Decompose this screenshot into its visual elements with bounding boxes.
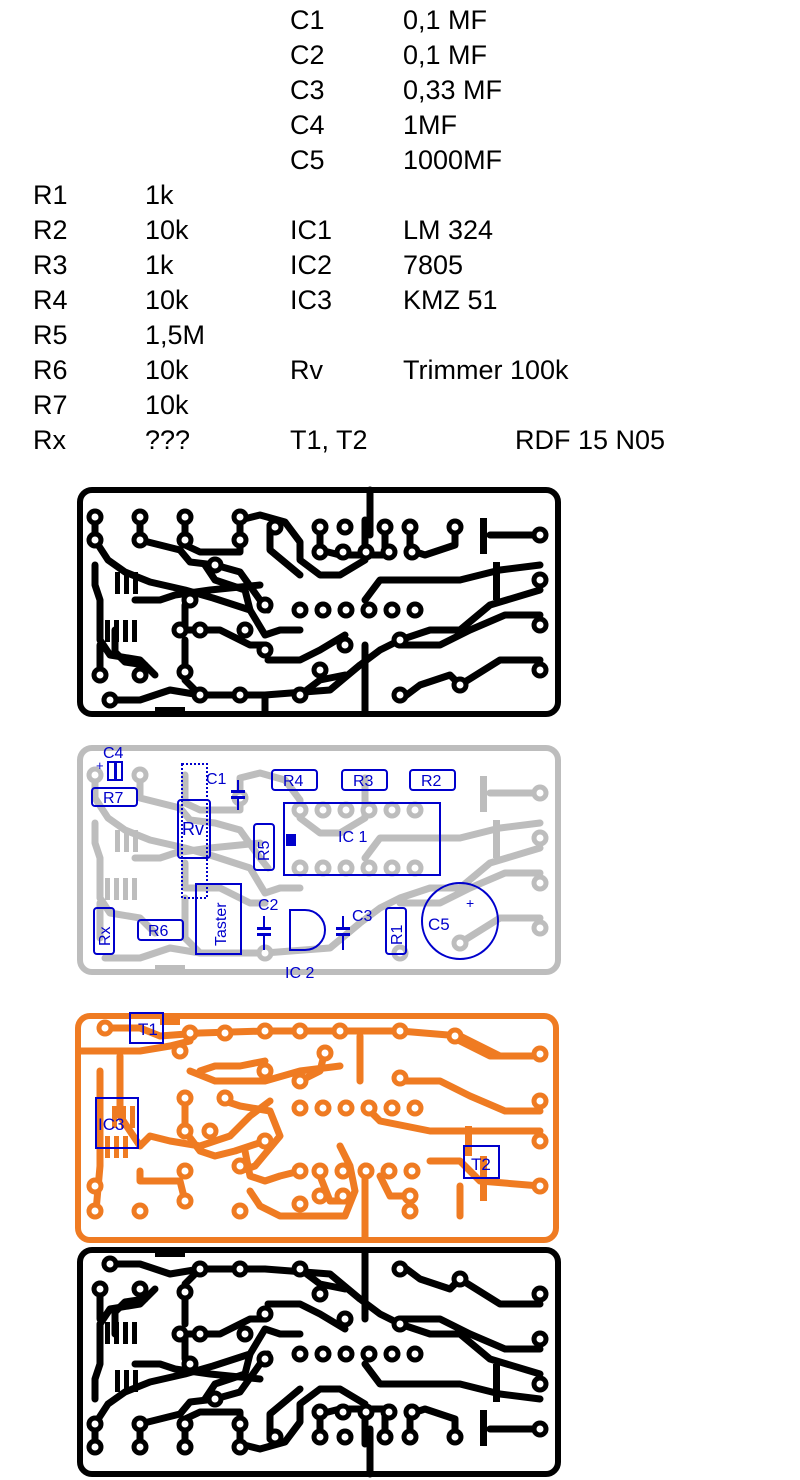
- pcb-placement: C4 + R7 C1 Rv R4 R3 R2 R5 IC 1 Rx R6 Tas…: [77, 745, 561, 978]
- r1-outline: [385, 907, 407, 955]
- part-ref: R4: [33, 285, 68, 315]
- label-r7: R7: [103, 790, 124, 807]
- part-value: 10k: [145, 390, 189, 420]
- part-ref: R3: [33, 250, 68, 280]
- r6-outline: [137, 919, 184, 941]
- rv-outline: [177, 799, 211, 859]
- t2-outline: [463, 1145, 500, 1179]
- part-value: 0,1 MF: [403, 5, 488, 35]
- label-r4: R4: [283, 773, 304, 790]
- part-ref: R1: [33, 180, 68, 210]
- taster-outline: [195, 883, 242, 955]
- label-rx: Rx: [97, 926, 114, 946]
- t1-outline: [129, 1012, 164, 1044]
- r2-outline: [409, 769, 456, 791]
- part-ref: T1, T2: [290, 425, 368, 455]
- r5-outline: [253, 823, 275, 871]
- part-value: 0,33 MF: [403, 75, 503, 105]
- part-ref: Rx: [33, 425, 66, 455]
- part-value: ???: [145, 425, 191, 455]
- part-ref: C1: [290, 5, 325, 35]
- label-r2: R2: [421, 773, 442, 790]
- part-ref: R6: [33, 355, 68, 385]
- label-plus: +: [96, 758, 104, 773]
- label-c1: C1: [206, 771, 227, 788]
- ic3-outline: [95, 1097, 139, 1149]
- label-taster: Taster: [213, 902, 230, 946]
- part-value: 1MF: [403, 110, 457, 140]
- part-ref: R5: [33, 320, 68, 350]
- c4-outline: [107, 761, 123, 781]
- part-value: 1000MF: [403, 145, 503, 175]
- rx-outline: [93, 907, 115, 955]
- part-value: 7805: [403, 250, 464, 280]
- part-value: 10k: [145, 215, 189, 245]
- part-ref: IC2: [290, 250, 333, 280]
- r4-outline: [271, 769, 318, 791]
- part-ref: IC1: [290, 215, 333, 245]
- label-t1: T1: [138, 1020, 158, 1039]
- part-value: 0,1 MF: [403, 40, 488, 70]
- ic2-outline: [289, 909, 326, 951]
- label-c2: C2: [258, 897, 279, 914]
- label-r3: R3: [353, 773, 374, 790]
- label-c3: C3: [352, 908, 373, 925]
- part-ref: C4: [290, 110, 325, 140]
- part-value: 1,5M: [145, 320, 206, 350]
- parts-list: C1 0,1 MF C2 0,1 MF C3 0,33 MF C4 1MF C5…: [0, 0, 800, 470]
- ic1-outline: [283, 802, 441, 876]
- label-t2: T2: [471, 1155, 491, 1174]
- c5-outline: [421, 882, 499, 960]
- r7-outline: [91, 787, 138, 807]
- part-value: 1k: [145, 250, 174, 280]
- part-ref: IC3: [290, 285, 333, 315]
- label-ic1: IC 1: [338, 829, 367, 846]
- part-ref: R2: [33, 215, 68, 245]
- label-plus: +: [466, 895, 474, 911]
- label-ic2: IC 2: [285, 965, 314, 978]
- label-ic3: IC3: [98, 1115, 124, 1134]
- pcb-bottom-copper: [77, 486, 561, 717]
- rv-dotted-outline: [181, 763, 208, 899]
- part-ref: C5: [290, 145, 325, 175]
- part-value: 10k: [145, 285, 189, 315]
- pcb-bottom-mirrored: [77, 1247, 561, 1478]
- part-value: Trimmer 100k: [403, 355, 569, 385]
- label-rv: Rv: [182, 819, 204, 839]
- part-ref: Rv: [290, 355, 323, 385]
- part-value: KMZ 51: [403, 285, 498, 315]
- part-ref: C3: [290, 75, 325, 105]
- pcb-top-orange: T1 IC3 T2: [75, 1012, 559, 1243]
- part-value: RDF 15 N05: [515, 425, 666, 455]
- label-r1: R1: [389, 924, 406, 945]
- part-value: LM 324: [403, 215, 494, 245]
- part-ref: C2: [290, 40, 325, 70]
- r3-outline: [341, 769, 388, 791]
- part-ref: R7: [33, 390, 68, 420]
- part-value: 10k: [145, 355, 189, 385]
- label-c4: C4: [103, 745, 124, 762]
- label-r5: R5: [256, 840, 273, 861]
- label-r6: R6: [148, 923, 169, 940]
- part-value: 1k: [145, 180, 174, 210]
- label-c5: C5: [428, 915, 450, 934]
